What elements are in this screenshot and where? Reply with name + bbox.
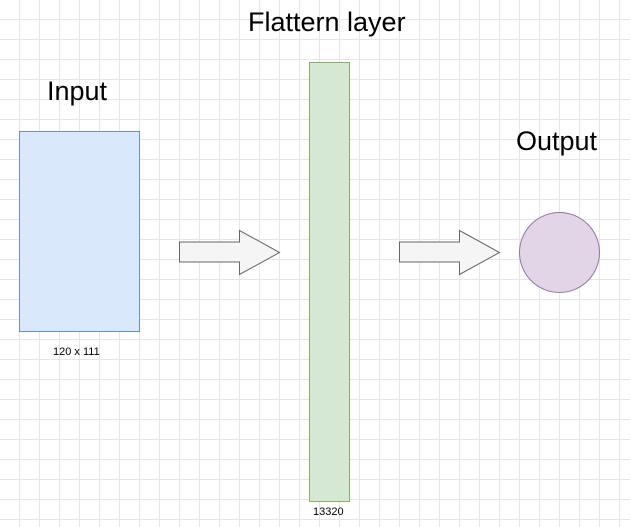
input-block[interactable] — [19, 131, 140, 332]
flatten-layer-block[interactable] — [309, 62, 350, 502]
arrow-input-to-flatten[interactable] — [179, 229, 281, 276]
arrow-right-icon — [399, 229, 501, 276]
input-title: Input — [47, 76, 108, 106]
output-node[interactable] — [519, 212, 600, 293]
flatten-layer-title: Flattern layer — [248, 7, 406, 37]
output-title: Output — [516, 126, 598, 156]
flatten-size-caption: 13320 — [313, 506, 344, 518]
arrow-flatten-to-output[interactable] — [399, 229, 501, 276]
input-size-caption: 120 x 111 — [53, 346, 100, 358]
arrow-right-icon — [179, 229, 281, 276]
